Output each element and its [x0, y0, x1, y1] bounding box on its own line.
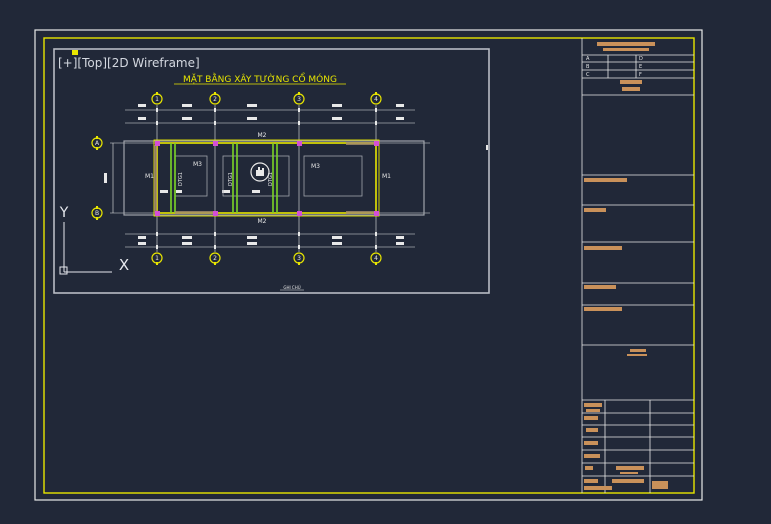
wall-label-mid-right: M3 [311, 163, 320, 170]
svg-text:2: 2 [213, 96, 217, 103]
column-label: DTG1 [228, 172, 234, 186]
wall-label-left: M1 [145, 173, 154, 180]
walls-green [170, 143, 278, 213]
column-label: DTG1 [178, 172, 184, 186]
grid-bubble-ticks [96, 92, 377, 265]
pan-hand-icon [250, 162, 270, 182]
column-markers [155, 141, 379, 216]
title-block-grid-letters: ABC DEF [586, 56, 643, 78]
wall-hatches [154, 142, 374, 214]
svg-text:4: 4 [374, 255, 378, 262]
svg-text:1: 1 [155, 96, 159, 103]
viewport-edge-grip[interactable] [486, 145, 488, 150]
column-label: DTG1 [268, 172, 274, 186]
column-labels: DTG1 DTG1 DTG1 [178, 172, 274, 186]
ucs-icon [59, 222, 112, 275]
svg-text:3: 3 [297, 255, 301, 262]
wall-label-right: M1 [382, 173, 391, 180]
svg-text:C: C [586, 72, 590, 78]
view-menu[interactable]: [Top] [77, 56, 108, 70]
ucs-y-label: Y [59, 205, 69, 221]
grid-bubble-top-4: 4 [370, 93, 382, 105]
svg-text:B: B [586, 64, 590, 70]
viewport-controls-menu[interactable]: [+] [58, 56, 78, 70]
grid-bubble-bottom-2: 2 [209, 252, 221, 264]
grid-bubble-top-1: 1 [151, 93, 163, 105]
scale-note: GHI CHÚ [283, 285, 300, 290]
viewport-grip[interactable] [72, 50, 78, 55]
visual-style-menu[interactable]: [2D Wireframe] [107, 56, 200, 70]
ucs-x-label: X [119, 256, 129, 274]
svg-text:1: 1 [155, 255, 159, 262]
wall-label-top: M2 [258, 132, 267, 139]
wall-labels: M2 M2 M1 M1 M3 M3 [145, 132, 391, 225]
svg-text:2: 2 [213, 255, 217, 262]
title-block [581, 38, 694, 493]
grid-bubble-top-3: 3 [293, 93, 305, 105]
title-block-text [584, 42, 668, 490]
dimension-lines [112, 109, 415, 248]
svg-text:B: B [95, 210, 99, 217]
grid-bubble-bottom-3: 3 [293, 252, 305, 264]
viewport-controls-label: [+][Top][2D Wireframe] [58, 56, 200, 70]
footing-outline [123, 140, 425, 216]
grid-bubble-bottom-1: 1 [151, 252, 163, 264]
grid-bubble-left-a: A [91, 137, 103, 149]
svg-text:F: F [639, 72, 642, 78]
wall-label-mid-left: M3 [193, 161, 202, 168]
drawing-frame [43, 37, 695, 494]
svg-text:4: 4 [374, 96, 378, 103]
svg-text:A: A [95, 140, 100, 147]
sheet-border [34, 29, 703, 501]
grid-bubble-top-2: 2 [209, 93, 221, 105]
svg-text:3: 3 [297, 96, 301, 103]
grid-bubble-bottom-4: 4 [370, 252, 382, 264]
plan-title: MẶT BẰNG XÂY TƯỜNG CỔ MÓNG [183, 72, 337, 85]
svg-text:A: A [586, 56, 590, 62]
wall-label-bottom: M2 [258, 218, 267, 225]
svg-text:D: D [639, 56, 643, 62]
svg-text:E: E [639, 64, 642, 70]
model-viewport[interactable] [53, 48, 490, 294]
grid-bubble-left-b: B [91, 207, 103, 219]
dimension-ticks [156, 108, 377, 249]
dimension-texts [104, 104, 404, 245]
